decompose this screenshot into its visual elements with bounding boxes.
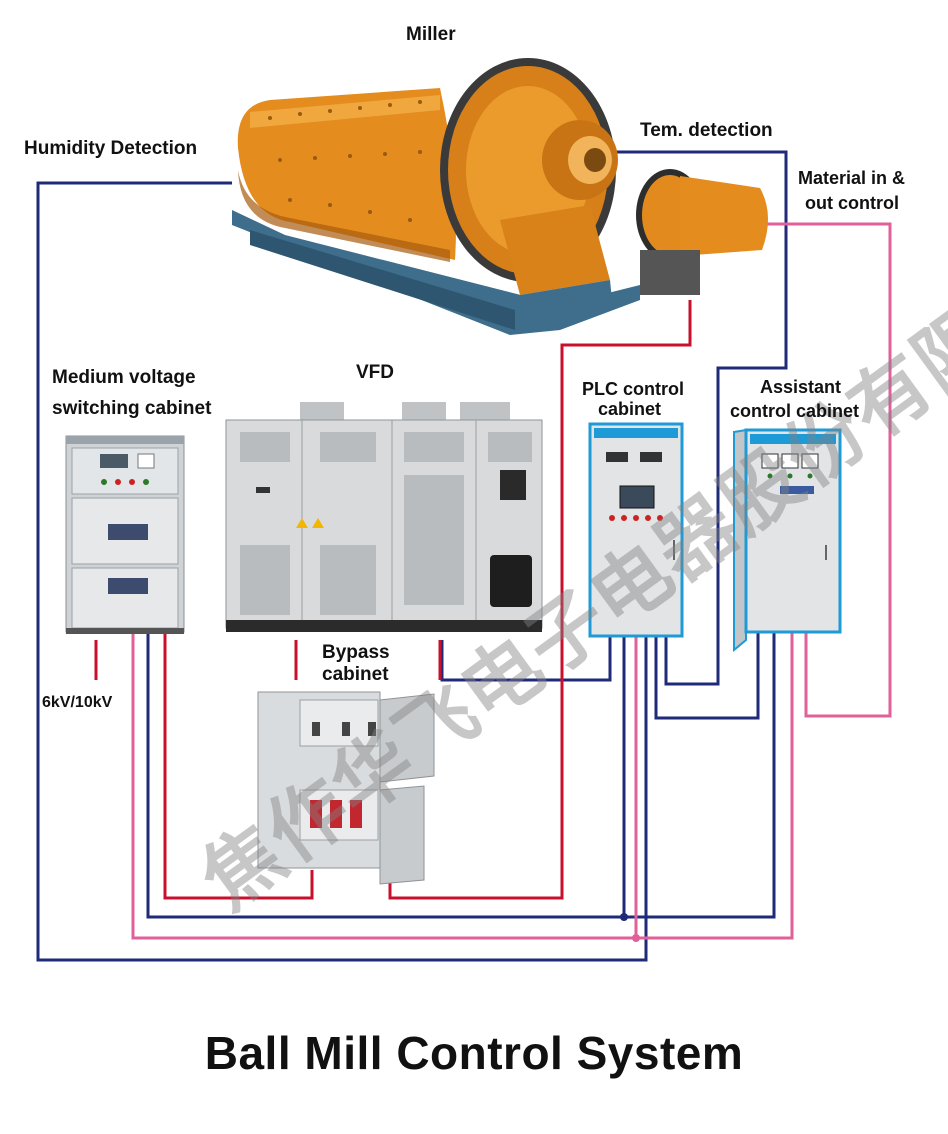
ball-mill: [232, 58, 769, 335]
assistant-cabinet: [733, 428, 842, 653]
medium-voltage-label-line1: Medium voltage: [52, 367, 196, 388]
material-control-label-line1: Material in &: [798, 168, 906, 188]
assistant-label-line2: control cabinet: [730, 401, 860, 421]
assistant-label-line1: Assistant: [760, 377, 842, 397]
vfd-cabinet: [225, 402, 543, 632]
diagram-title: Ball Mill Control System: [204, 1027, 744, 1079]
vfd-label: VFD: [356, 362, 394, 383]
voltage-label: 6kV/10kV: [42, 694, 113, 711]
material-control-label-line2: out control: [805, 193, 899, 213]
miller-label: Miller: [406, 24, 456, 45]
bypass-cabinet: [257, 691, 435, 885]
control-lines: [131, 222, 892, 940]
bypass-label-line1: Bypass: [322, 642, 390, 663]
plc-label-line2: cabinet: [598, 399, 662, 419]
temp-detection-label: Tem. detection: [640, 120, 773, 141]
medium-voltage-label-line2: switching cabinet: [52, 398, 212, 419]
signal-lines: [36, 150, 788, 962]
power-lines: [94, 300, 692, 900]
junction-dot: [620, 913, 628, 921]
bypass-label-line2: cabinet: [322, 664, 389, 685]
junction-dot: [632, 934, 640, 942]
humidity-detection-label: Humidity Detection: [24, 138, 198, 159]
medium-voltage-cabinet: [65, 435, 185, 634]
plc-cabinet: [588, 422, 684, 638]
plc-label-line1: PLC control: [582, 379, 684, 399]
